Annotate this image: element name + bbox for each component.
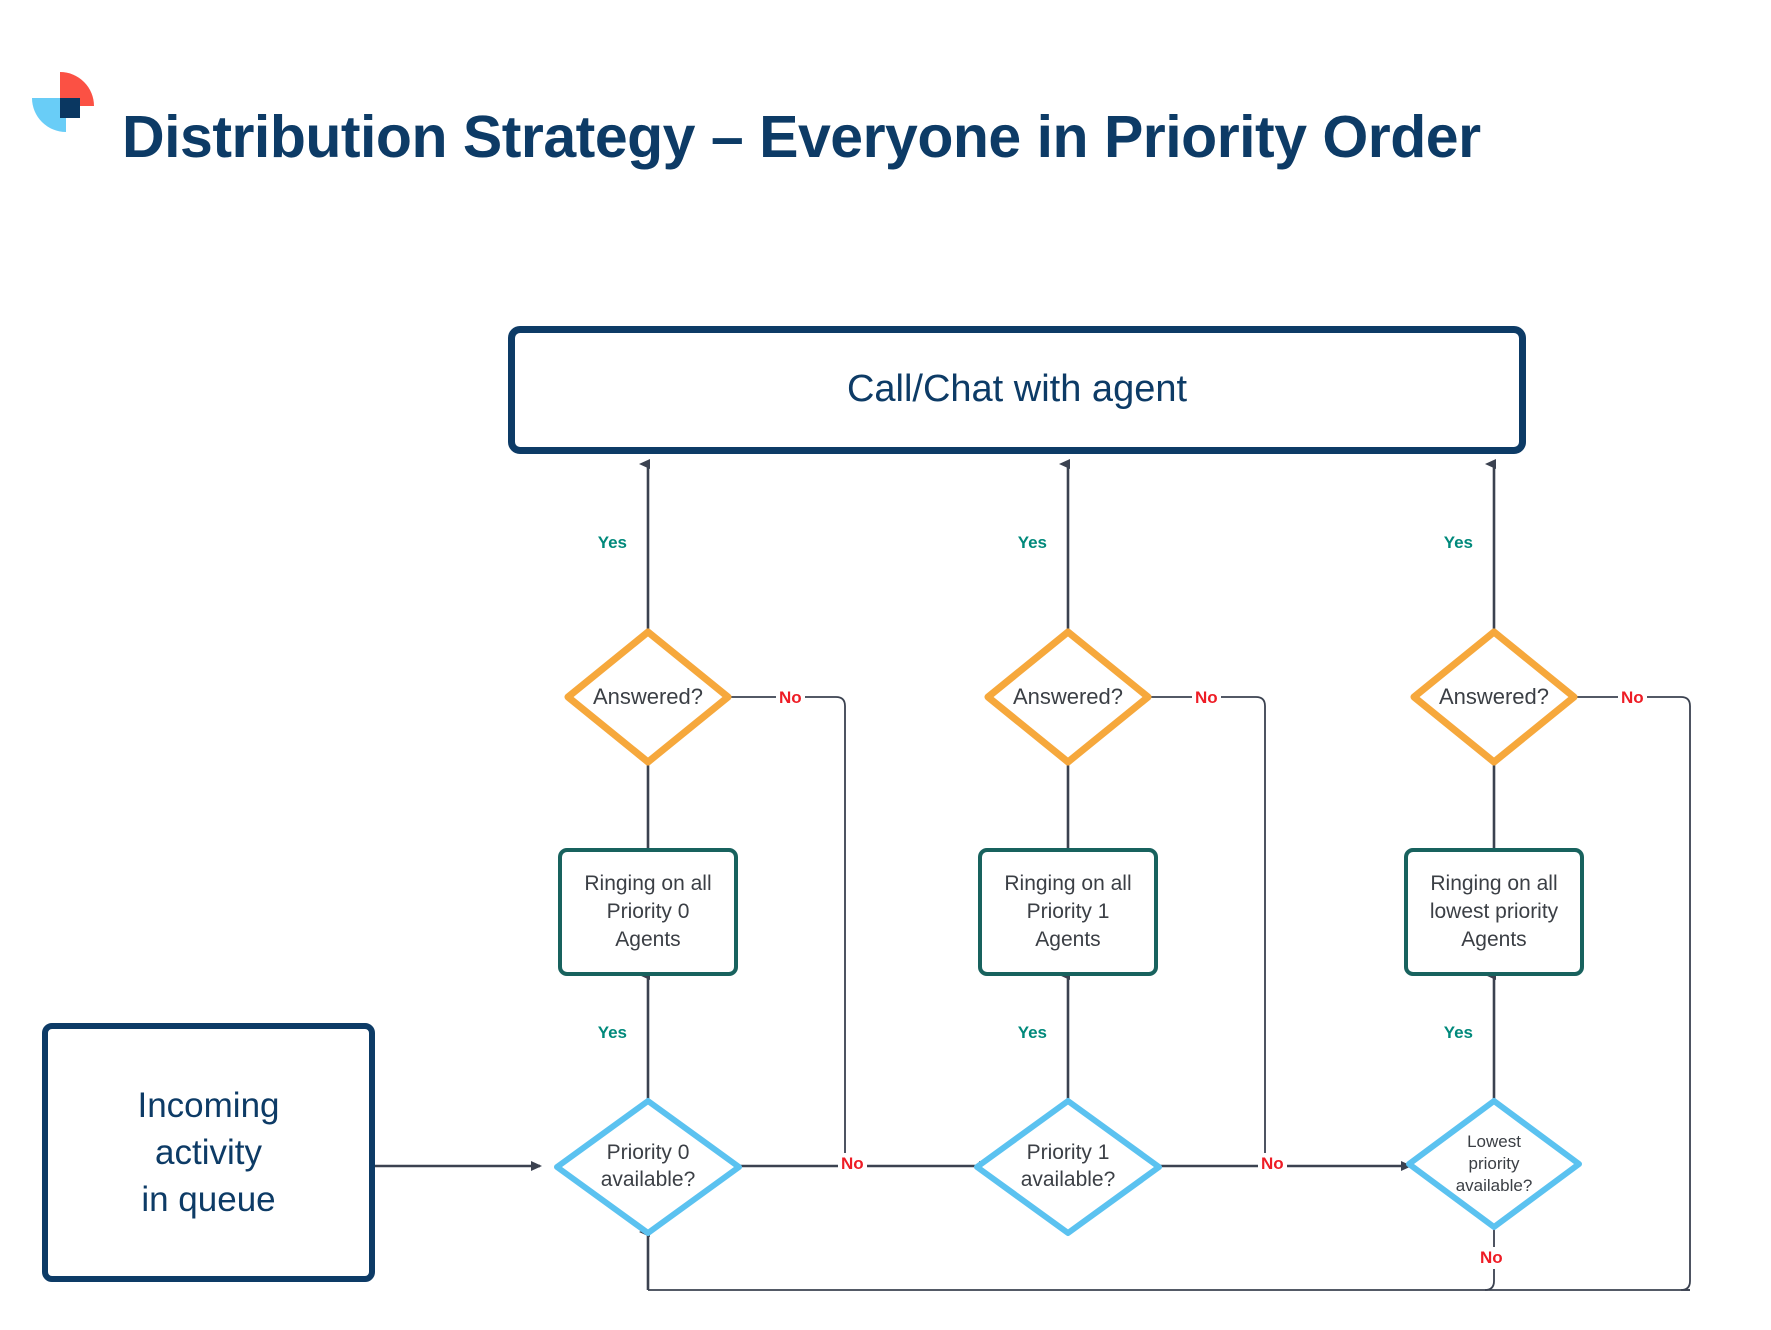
edge-label-available-no-3: No [1477,1247,1506,1269]
page-title: Distribution Strategy – Everyone in Prio… [122,104,1481,170]
edge-label-available-no-1: No [838,1153,867,1175]
node-ringing-priority-1[interactable]: Ringing on all Priority 1 Agents [978,848,1158,976]
node-answered-3[interactable]: Answered? [1408,626,1580,768]
node-priority-1-available[interactable]: Priority 1 available? [972,1096,1164,1238]
node-answered-1[interactable]: Answered? [562,626,734,768]
node-label: Ringing on all Priority 0 Agents [584,872,712,951]
logo-navy-square [60,98,80,118]
edge-label-answered-no-3: No [1618,687,1647,709]
node-ringing-lowest-priority[interactable]: Ringing on all lowest priority Agents [1404,848,1584,976]
node-label: Ringing on all Priority 1 Agents [1004,872,1132,951]
edge-label-answered-yes-3: Yes [1440,532,1476,554]
node-answered-2[interactable]: Answered? [982,626,1154,768]
edge-label-answered-yes-1: Yes [594,532,630,554]
edge-label-answered-no-2: No [1192,687,1221,709]
node-label: Incoming activity in queue [137,1085,280,1220]
node-call-chat-with-agent[interactable]: Call/Chat with agent [508,326,1526,454]
edge-label-available-no-2: No [1258,1153,1287,1175]
node-label: Ringing on all lowest priority Agents [1429,872,1559,951]
node-incoming-activity-in-queue[interactable]: Incoming activity in queue [42,1023,375,1282]
edge-label-answered-yes-2: Yes [1014,532,1050,554]
node-priority-0-available[interactable]: Priority 0 available? [552,1096,744,1238]
node-ringing-priority-0[interactable]: Ringing on all Priority 0 Agents [558,848,738,976]
node-lowest-priority-available[interactable]: Lowest priority available? [1404,1096,1584,1232]
node-label: Call/Chat with agent [846,368,1188,411]
edge-label-available-yes-2: Yes [1014,1022,1050,1044]
edge-label-available-yes-3: Yes [1440,1022,1476,1044]
edge-label-available-yes-1: Yes [594,1022,630,1044]
edge-label-answered-no-1: No [776,687,805,709]
logo-mark [32,72,96,136]
